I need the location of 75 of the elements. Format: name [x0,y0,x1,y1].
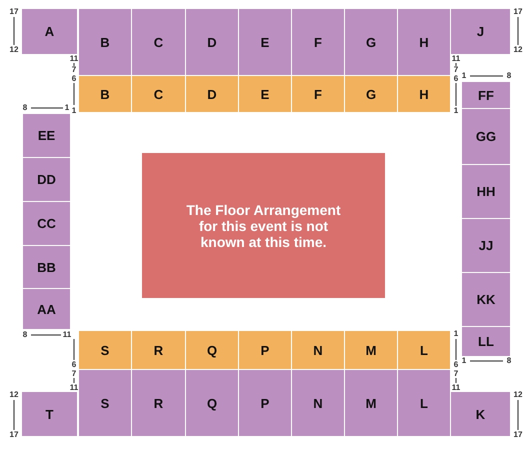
row-number: 7 [72,66,76,74]
row-number: 11 [70,384,78,392]
seating-section: E [239,76,291,112]
seating-section: J [451,9,510,54]
seating-section: T [22,392,77,436]
seating-section: G [345,76,397,112]
row-number: 17 [514,431,522,439]
seating-section: F [292,9,344,75]
row-number: 8 [506,72,512,80]
seating-section: JJ [462,219,510,272]
row-number: 7 [454,66,458,74]
seating-section: S [79,331,131,369]
row-number: 8 [22,104,28,112]
seating-section: AA [23,289,70,329]
row-number: 7 [72,370,76,378]
seating-section: Q [186,370,238,436]
row-number: 17 [10,431,18,439]
row-number: 11 [62,331,72,339]
row-number: 12 [10,46,18,54]
seating-section: R [132,331,185,369]
floor-area: The Floor Arrangement for this event is not known at this time. [142,153,385,298]
seating-section: B [79,76,131,112]
seating-section: D [186,9,238,75]
row-number: 8 [22,331,28,339]
seating-section: R [132,370,185,436]
seating-section: H [398,76,450,112]
seating-section: L [398,370,450,436]
row-number: 6 [72,361,76,369]
row-number: 6 [454,75,458,83]
seating-section: HH [462,165,510,218]
seating-section: F [292,76,344,112]
row-number: 12 [514,391,522,399]
row-number: 11 [452,384,460,392]
row-number: 1 [462,357,466,365]
seating-section: EE [23,114,70,157]
row-number: 7 [454,370,458,378]
seating-section: M [345,331,397,369]
row-number: 1 [462,72,466,80]
seating-section: KK [462,273,510,326]
seating-section: E [239,9,291,75]
seating-section: B [79,9,131,75]
seating-section: DD [23,158,70,201]
seating-section: G [345,9,397,75]
seating-section: S [79,370,131,436]
seating-section: GG [462,109,510,164]
seating-section: N [292,370,344,436]
seating-section: H [398,9,450,75]
row-number: 8 [506,357,512,365]
seating-section: A [22,9,77,54]
row-number: 11 [70,55,78,63]
row-number: 11 [452,55,460,63]
row-number: 12 [514,46,522,54]
row-number: 1 [454,330,458,338]
seating-section: LL [462,327,510,356]
row-number: 12 [10,391,18,399]
seating-section: K [451,392,510,436]
seating-section: Q [186,331,238,369]
seating-section: C [132,9,185,75]
seating-section: P [239,370,291,436]
seating-section: M [345,370,397,436]
row-number: 1 [64,104,70,112]
row-number: 1 [72,107,76,115]
seating-section: C [132,76,185,112]
seating-section: FF [462,82,510,108]
row-number: 6 [72,75,76,83]
seating-section: L [398,331,450,369]
seating-section: N [292,331,344,369]
row-number: 6 [454,361,458,369]
seating-section: BB [23,246,70,288]
seating-section: P [239,331,291,369]
seating-section: D [186,76,238,112]
row-number: 1 [454,107,458,115]
row-number: 17 [514,8,522,16]
seating-section: CC [23,202,70,245]
row-number: 17 [10,8,18,16]
